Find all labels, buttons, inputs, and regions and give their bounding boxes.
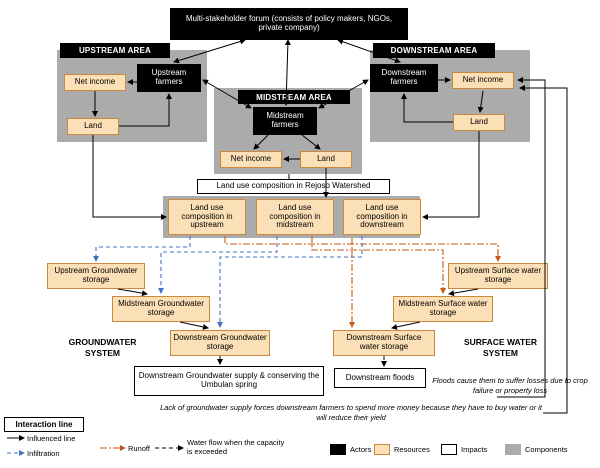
legend-actors-swatch bbox=[330, 444, 346, 455]
landuse-upstream-box: Land use composition in upstream bbox=[168, 199, 246, 235]
legend-components-swatch bbox=[505, 444, 521, 455]
upstream-groundwater-storage-box: Upstream Groundwater storage bbox=[47, 263, 145, 289]
groundwater-system-label: GROUNDWATER SYSTEM bbox=[68, 337, 137, 358]
legend-infiltration-label: Infiltration bbox=[27, 449, 60, 458]
landuse-midstream-box: Land use composition in midstream bbox=[256, 199, 334, 235]
legend-resources-swatch bbox=[374, 444, 390, 455]
upstream-land-box: Land bbox=[67, 118, 119, 135]
surface-water-system-label: SURFACE WATER SYSTEM bbox=[463, 337, 538, 358]
downstream-farmers-box: Downstream farmers bbox=[370, 64, 438, 92]
downstream-land-box: Land bbox=[453, 114, 505, 131]
downstream-floods-impact-box: Downstream floods bbox=[334, 368, 426, 388]
midstream-net-income-box: Net income bbox=[220, 151, 282, 168]
downstream-groundwater-storage-box: Downstream Groundwater storage bbox=[170, 330, 270, 356]
midstream-surface-water-storage-box: Midstream Surface water storage bbox=[393, 296, 493, 322]
midstream-land-box: Land bbox=[300, 151, 352, 168]
legend-title: Interaction line bbox=[4, 417, 84, 432]
floods-impact-note: Floods cause them to suffer losses due t… bbox=[432, 376, 588, 395]
legend-impacts-label: Impacts bbox=[461, 445, 488, 454]
upstream-area-header: UPSTREAM AREA bbox=[60, 43, 170, 58]
groundwater-supply-impact-box: Downstream Groundwater supply & conservi… bbox=[134, 366, 324, 396]
midstream-area-header: MIDSTREAM AREA bbox=[238, 90, 350, 104]
legend-water-flow-label: Water flow when the capacity is exceeded bbox=[187, 438, 285, 457]
downstream-net-income-box: Net income bbox=[452, 72, 514, 89]
upstream-farmers-box: Upstream farmers bbox=[137, 64, 201, 92]
legend-runoff-label: Runoff bbox=[128, 444, 150, 453]
legend-actors-label: Actors bbox=[350, 445, 372, 454]
landuse-downstream-box: Land use composition in downstream bbox=[343, 199, 421, 235]
watershed-landuse-title-box: Land use composition in Rejoso Watershed bbox=[197, 179, 390, 194]
legend-impacts-swatch bbox=[441, 444, 457, 455]
upstream-net-income-box: Net income bbox=[64, 74, 126, 91]
multi-stakeholder-forum-box: Multi-stakeholder forum (consists of pol… bbox=[170, 8, 408, 40]
midstream-groundwater-storage-box: Midstream Groundwater storage bbox=[112, 296, 210, 322]
legend-influenced-line-label: Influenced line bbox=[27, 434, 76, 443]
downstream-surface-water-storage-box: Downstream Surface water storage bbox=[333, 330, 435, 356]
midstream-farmers-box: Midstream farmers bbox=[253, 107, 317, 135]
upstream-surface-water-storage-box: Upstream Surface water storage bbox=[448, 263, 548, 289]
legend-components-label: Components bbox=[525, 445, 568, 454]
downstream-area-header: DOWNSTREAM AREA bbox=[373, 43, 495, 58]
legend-resources-label: Resources bbox=[394, 445, 430, 454]
groundwater-impact-note: Lack of groundwater supply forces downst… bbox=[160, 403, 542, 422]
